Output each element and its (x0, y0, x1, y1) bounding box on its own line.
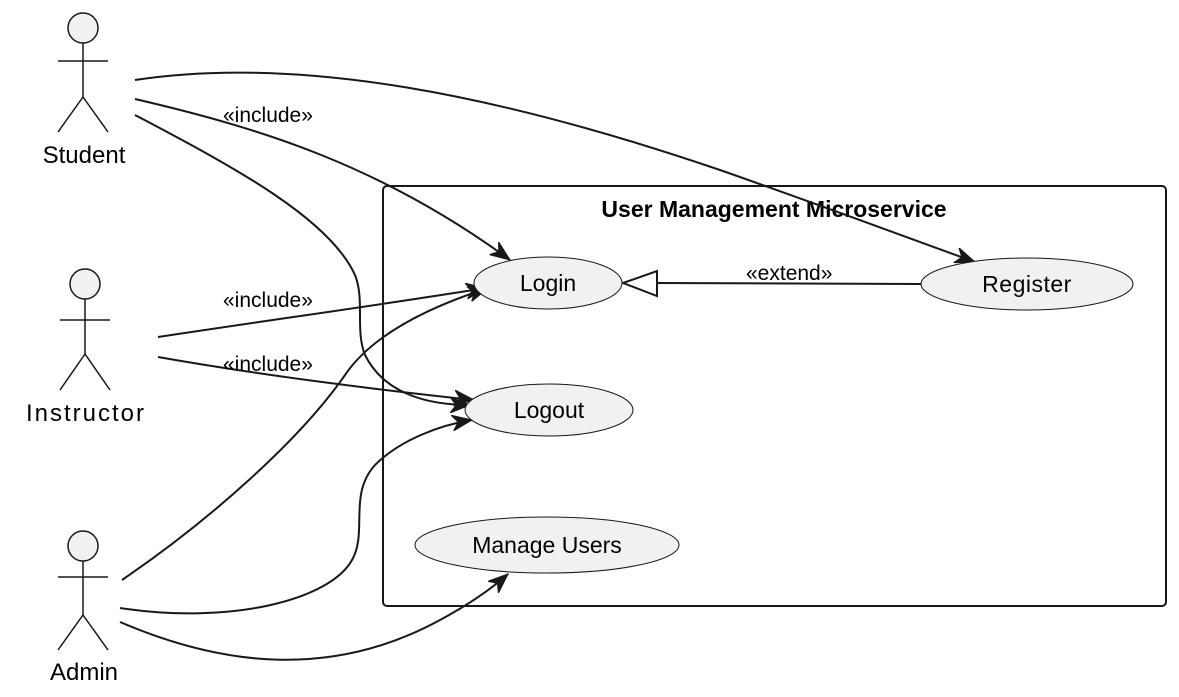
edge-instructor-login (157, 288, 486, 338)
stick-figure-icon (59, 268, 111, 391)
usecase-logout: Logout (464, 383, 634, 437)
usecase-label: Manage Users (472, 532, 622, 558)
stereotype-instructor-login: «include» (223, 289, 313, 312)
usecase-ellipse (464, 383, 634, 437)
usecase-label: Login (520, 270, 576, 296)
actor-student: Student (43, 12, 126, 169)
edge-student-login (134, 98, 510, 261)
edges (119, 71, 975, 661)
system-boundary-rect (382, 185, 1167, 607)
system-boundary-title: User Management Microservice (601, 196, 946, 222)
usecase-ellipse (473, 256, 623, 310)
edge-admin-manage-users (119, 574, 508, 661)
actor-label: Instructor (26, 400, 146, 427)
edge-admin-login (121, 288, 488, 581)
usecase-label: Logout (514, 397, 585, 423)
usecase-login: Login (473, 256, 623, 310)
actor-instructor: Instructor (26, 268, 146, 427)
actor-label: Admin (50, 659, 118, 686)
stick-figure-icon (57, 12, 109, 133)
actor-admin: Admin (50, 530, 118, 686)
usecase-register: Register (920, 257, 1134, 311)
usecase-manage-users: Manage Users (414, 516, 680, 574)
edge-instructor-logout (157, 356, 474, 400)
actor-label: Student (43, 142, 126, 169)
usecase-label: Register (982, 271, 1072, 297)
hollow-triangle-icon (620, 269, 658, 298)
usecase-ellipse (920, 257, 1134, 311)
stereotype-instructor-logout: «include» (223, 353, 313, 376)
stereotype-student-login: «include» (223, 104, 313, 127)
stick-figure-icon (57, 530, 109, 651)
edge-admin-logout (119, 420, 472, 615)
stereotype-register-login: «extend» (746, 262, 832, 285)
edge-register-login (656, 282, 922, 285)
system-boundary: User Management Microservice (382, 185, 1167, 607)
edge-student-register (134, 71, 975, 262)
usecase-ellipse (414, 516, 680, 574)
